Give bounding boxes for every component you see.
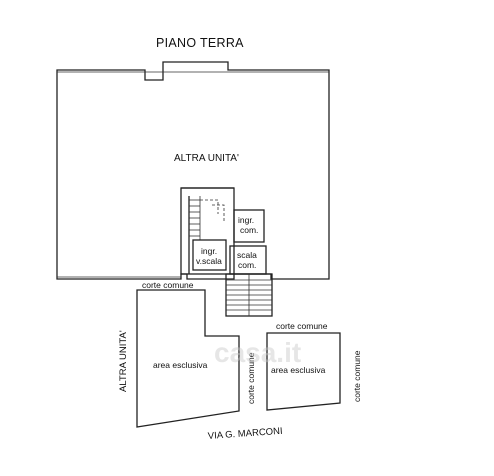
area-esclusiva-right-label: area esclusiva [271,365,326,375]
area-esclusiva-left-label: area esclusiva [153,360,208,370]
ingr-vscala-label-2: v.scala [196,256,222,266]
ingr-com-label-1: ingr. [238,215,254,225]
area-esclusiva-right [266,332,341,411]
scala-com-label-2: com. [238,260,256,270]
corte-comune-mid-label: corte comune [276,321,328,331]
scala-com-label-1: scala [237,250,257,260]
stair-core [180,187,235,275]
corte-comune-vert-left-label: corte comune [246,352,256,404]
corte-comune-vert-right-label: corte comune [352,350,362,402]
altra-unita-top-label: ALTRA UNITA' [174,153,239,164]
ingr-com-room [233,209,265,243]
watermark: casa.it [214,337,301,368]
street-label: VIA G. MARCONI [207,426,283,442]
ingr-com-label-2: com. [240,225,258,235]
altra-unita-left-label: ALTRA UNITA' [118,330,129,392]
corte-comune-top-label: corte comune [142,280,194,290]
external-stair [225,273,273,317]
ingr-vscala-room [192,239,227,271]
ingr-vscala-label-1: ingr. [201,246,217,256]
area-esclusiva-left [136,289,240,428]
plan-title: PIANO TERRA [156,36,244,50]
